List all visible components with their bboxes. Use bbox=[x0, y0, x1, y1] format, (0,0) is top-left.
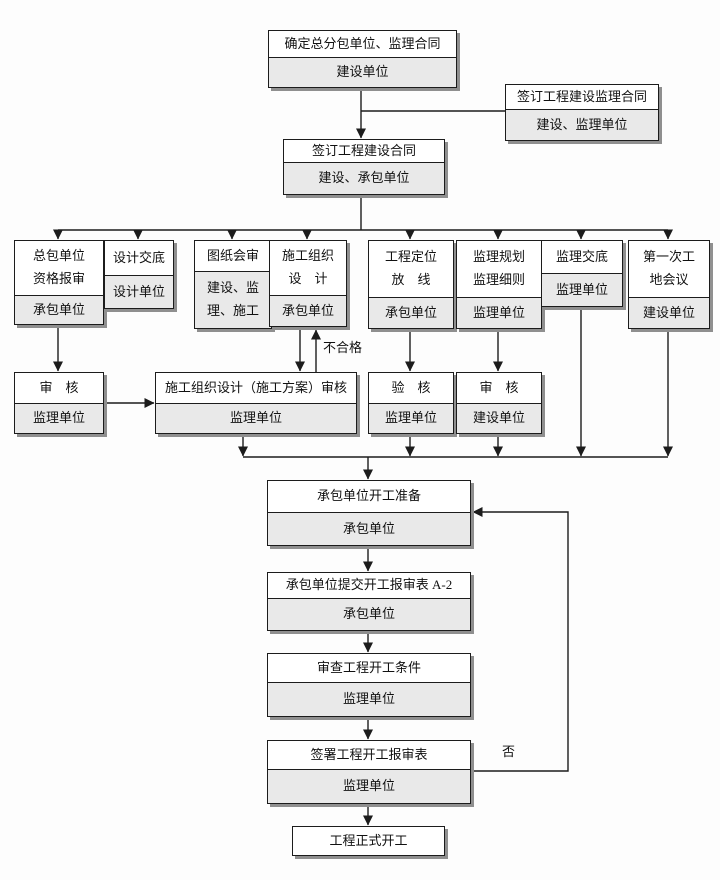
node-sign-start-form-title: 签署工程开工报审表 bbox=[310, 746, 428, 762]
node-project-positioning-title: 工程定位 放 线 bbox=[384, 249, 437, 287]
node-project-positioning-actor: 承包单位 bbox=[369, 297, 453, 328]
node-general-contractor-qualification-actor: 承包单位 bbox=[15, 295, 103, 324]
node-review-owner: 审 核 建设单位 bbox=[456, 372, 542, 434]
node-project-positioning: 工程定位 放 线 承包单位 bbox=[368, 240, 454, 329]
node-sign-start-form: 签署工程开工报审表 监理单位 bbox=[267, 740, 471, 804]
node-sign-supervision-contract-actor: 建设、监理单位 bbox=[506, 109, 658, 140]
node-review-start-conditions: 审查工程开工条件 监理单位 bbox=[267, 653, 471, 717]
node-design-disclosure: 设计交底 设计单位 bbox=[104, 240, 174, 309]
node-supervision-disclosure-actor: 监理单位 bbox=[542, 273, 622, 306]
node-cod-review-actor: 监理单位 bbox=[156, 403, 356, 433]
edge-no-feedback-loop bbox=[472, 507, 569, 772]
node-formal-start-title: 工程正式开工 bbox=[329, 832, 408, 848]
node-construction-organization-design: 施工组织 设 计 承包单位 bbox=[269, 240, 347, 327]
node-construction-organization-design-actor: 承包单位 bbox=[270, 295, 346, 326]
node-review-supervisor-title: 审 核 bbox=[39, 379, 79, 395]
node-sign-construction-contract: 签订工程建设合同 建设、承包单位 bbox=[283, 139, 445, 195]
node-sign-construction-contract-title: 签订工程建设合同 bbox=[311, 142, 416, 158]
node-drawing-review: 图纸会审 建设、监 理、施工 bbox=[194, 240, 272, 329]
node-submit-start-form-actor: 承包单位 bbox=[268, 598, 470, 630]
node-review-start-conditions-title: 审查工程开工条件 bbox=[316, 659, 421, 675]
node-drawing-review-title: 图纸会审 bbox=[206, 247, 259, 263]
node-drawing-review-actor: 建设、监 理、施工 bbox=[195, 271, 271, 328]
node-determine-contract-title: 确定总分包单位、监理合同 bbox=[284, 35, 441, 51]
node-first-site-meeting-title: 第一次工 地会议 bbox=[642, 249, 695, 287]
label-no: 否 bbox=[500, 741, 518, 760]
node-first-site-meeting: 第一次工 地会议 建设单位 bbox=[628, 240, 710, 329]
label-unqualified: 不合格 bbox=[321, 337, 365, 356]
node-review-supervisor: 审 核 监理单位 bbox=[14, 372, 104, 434]
node-start-preparation-title: 承包单位开工准备 bbox=[316, 488, 421, 504]
node-supervision-planning-title: 监理规划 监理细则 bbox=[472, 249, 525, 287]
node-verification: 验 核 监理单位 bbox=[368, 372, 454, 434]
node-cod-review-title: 施工组织设计（施工方案）审核 bbox=[164, 379, 347, 395]
node-first-site-meeting-actor: 建设单位 bbox=[629, 297, 709, 328]
node-determine-contract: 确定总分包单位、监理合同 建设单位 bbox=[268, 30, 457, 88]
node-submit-start-form: 承包单位提交开工报审表 A-2 承包单位 bbox=[267, 572, 471, 631]
node-sign-construction-contract-actor: 建设、承包单位 bbox=[284, 162, 444, 194]
node-determine-contract-actor: 建设单位 bbox=[269, 57, 456, 87]
node-submit-start-form-title: 承包单位提交开工报审表 A-2 bbox=[285, 577, 453, 593]
node-construction-organization-design-title: 施工组织 设 计 bbox=[281, 248, 334, 286]
node-cod-review: 施工组织设计（施工方案）审核 监理单位 bbox=[155, 372, 357, 434]
node-general-contractor-qualification: 总包单位 资格报审 承包单位 bbox=[14, 240, 104, 325]
node-general-contractor-qualification-title: 总包单位 资格报审 bbox=[32, 248, 85, 286]
node-design-disclosure-title: 设计交底 bbox=[112, 249, 165, 265]
node-start-preparation: 承包单位开工准备 承包单位 bbox=[267, 480, 471, 546]
node-sign-supervision-contract-title: 签订工程建设监理合同 bbox=[516, 88, 647, 104]
node-sign-start-form-actor: 监理单位 bbox=[268, 769, 470, 803]
node-review-owner-title: 审 核 bbox=[479, 379, 519, 395]
node-review-start-conditions-actor: 监理单位 bbox=[268, 682, 470, 716]
node-design-disclosure-actor: 设计单位 bbox=[105, 275, 173, 308]
node-supervision-planning: 监理规划 监理细则 监理单位 bbox=[456, 240, 542, 329]
node-review-supervisor-actor: 监理单位 bbox=[15, 403, 103, 433]
node-formal-start: 工程正式开工 bbox=[292, 826, 445, 856]
node-verification-title: 验 核 bbox=[391, 379, 431, 395]
node-review-owner-actor: 建设单位 bbox=[457, 403, 541, 433]
node-supervision-disclosure-title: 监理交底 bbox=[555, 248, 608, 264]
node-supervision-disclosure: 监理交底 监理单位 bbox=[541, 240, 623, 307]
node-start-preparation-actor: 承包单位 bbox=[268, 512, 470, 545]
node-verification-actor: 监理单位 bbox=[369, 403, 453, 433]
node-sign-supervision-contract: 签订工程建设监理合同 建设、监理单位 bbox=[505, 84, 659, 141]
node-supervision-planning-actor: 监理单位 bbox=[457, 297, 541, 328]
